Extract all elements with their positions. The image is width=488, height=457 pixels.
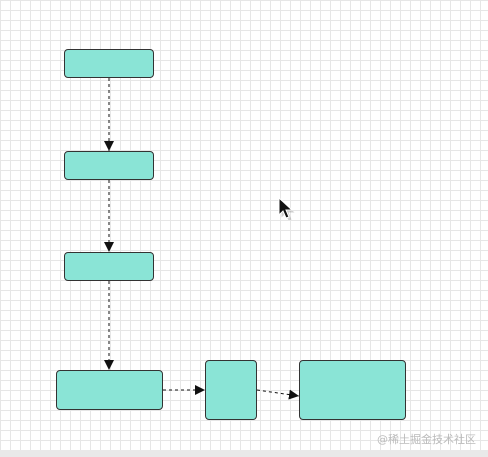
flow-node-2[interactable] (64, 151, 154, 180)
flow-node-5[interactable] (205, 360, 257, 420)
flow-node-3[interactable] (64, 252, 154, 281)
edge-n5-n6[interactable] (256, 389, 300, 400)
mouse-pointer-icon (278, 196, 295, 220)
flow-node-6[interactable] (299, 360, 406, 420)
watermark-text: @稀土掘金技术社区 (377, 433, 476, 446)
flow-node-4[interactable] (56, 370, 163, 410)
bottom-strip (0, 450, 488, 457)
flow-node-1[interactable] (64, 49, 154, 78)
